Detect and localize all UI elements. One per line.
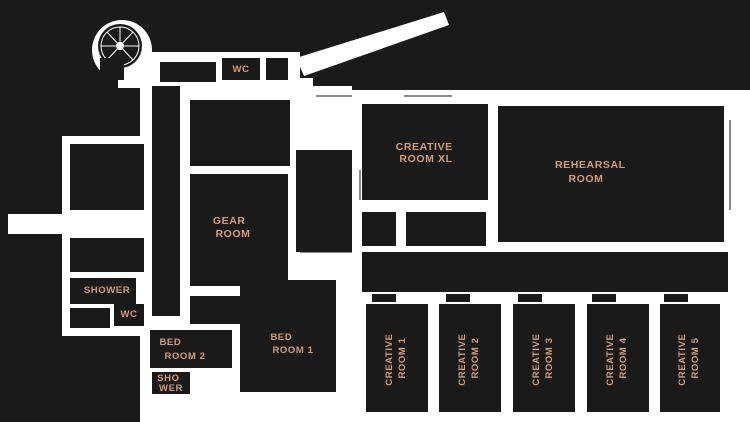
room-hallway (362, 252, 728, 292)
label-creative-4: CREATIVE ROOM 4 (605, 330, 629, 385)
door-notch-5 (664, 294, 688, 302)
room-closet-top (266, 58, 288, 80)
label-wc-top: WC (232, 64, 249, 75)
room-bed1 (240, 280, 336, 392)
door-notch-4 (592, 294, 616, 302)
room-creative-1 (366, 304, 428, 412)
room-shower-left (70, 278, 136, 304)
room-gear-top (190, 100, 290, 166)
room-creative-xl (362, 104, 488, 200)
room-west-mid (70, 238, 144, 272)
room-west-low (70, 308, 110, 328)
label-shower-left: SHOWER (84, 285, 130, 296)
label-creative-1: CREATIVE ROOM 1 (384, 330, 408, 385)
label-creative-xl: CREATIVE ROOM XL (396, 141, 457, 165)
room-creative-4 (587, 304, 649, 412)
room-gear (190, 174, 288, 286)
room-under-xl-b (406, 212, 486, 246)
room-wc-left (114, 304, 144, 326)
wall-left-bar (8, 214, 150, 234)
room-under-xl-a (362, 212, 396, 246)
room-shower-small (152, 372, 190, 394)
label-bed2: BED ROOM 2 (159, 337, 205, 362)
room-creative-3 (513, 304, 575, 412)
room-vertical-corridor (152, 86, 180, 316)
room-wc-top (222, 58, 260, 80)
door-notch-1 (372, 294, 396, 302)
room-bed2 (150, 330, 232, 368)
label-bed1: BED ROOM 1 (270, 332, 313, 356)
wall-diagonal-beam (296, 12, 449, 76)
room-west-upper (70, 144, 144, 210)
label-gear: GEAR ROOM (213, 215, 251, 240)
door-lines (300, 95, 731, 253)
room-rehearsal (498, 106, 724, 242)
label-creative-2: CREATIVE ROOM 2 (457, 330, 481, 385)
room-corridor-top (160, 62, 216, 82)
label-rehearsal: REHEARSAL ROOM (555, 159, 629, 185)
rooms (70, 58, 728, 412)
room-bed1-ante (190, 296, 250, 324)
label-wc-left: WC (120, 309, 137, 320)
room-gear-side (296, 150, 352, 252)
spiral-staircase-icon (98, 24, 142, 80)
door-notch-3 (518, 294, 542, 302)
label-creative-5: CREATIVE ROOM 5 (677, 330, 701, 385)
door-notch-2 (446, 294, 470, 302)
room-labels: WC CREATIVE ROOM XL REHEARSAL ROOM GEAR … (84, 64, 701, 394)
room-creative-2 (439, 304, 501, 412)
label-shower-small: SHO WER (157, 373, 183, 394)
room-creative-5 (660, 304, 720, 412)
label-creative-3: CREATIVE ROOM 3 (531, 330, 555, 385)
